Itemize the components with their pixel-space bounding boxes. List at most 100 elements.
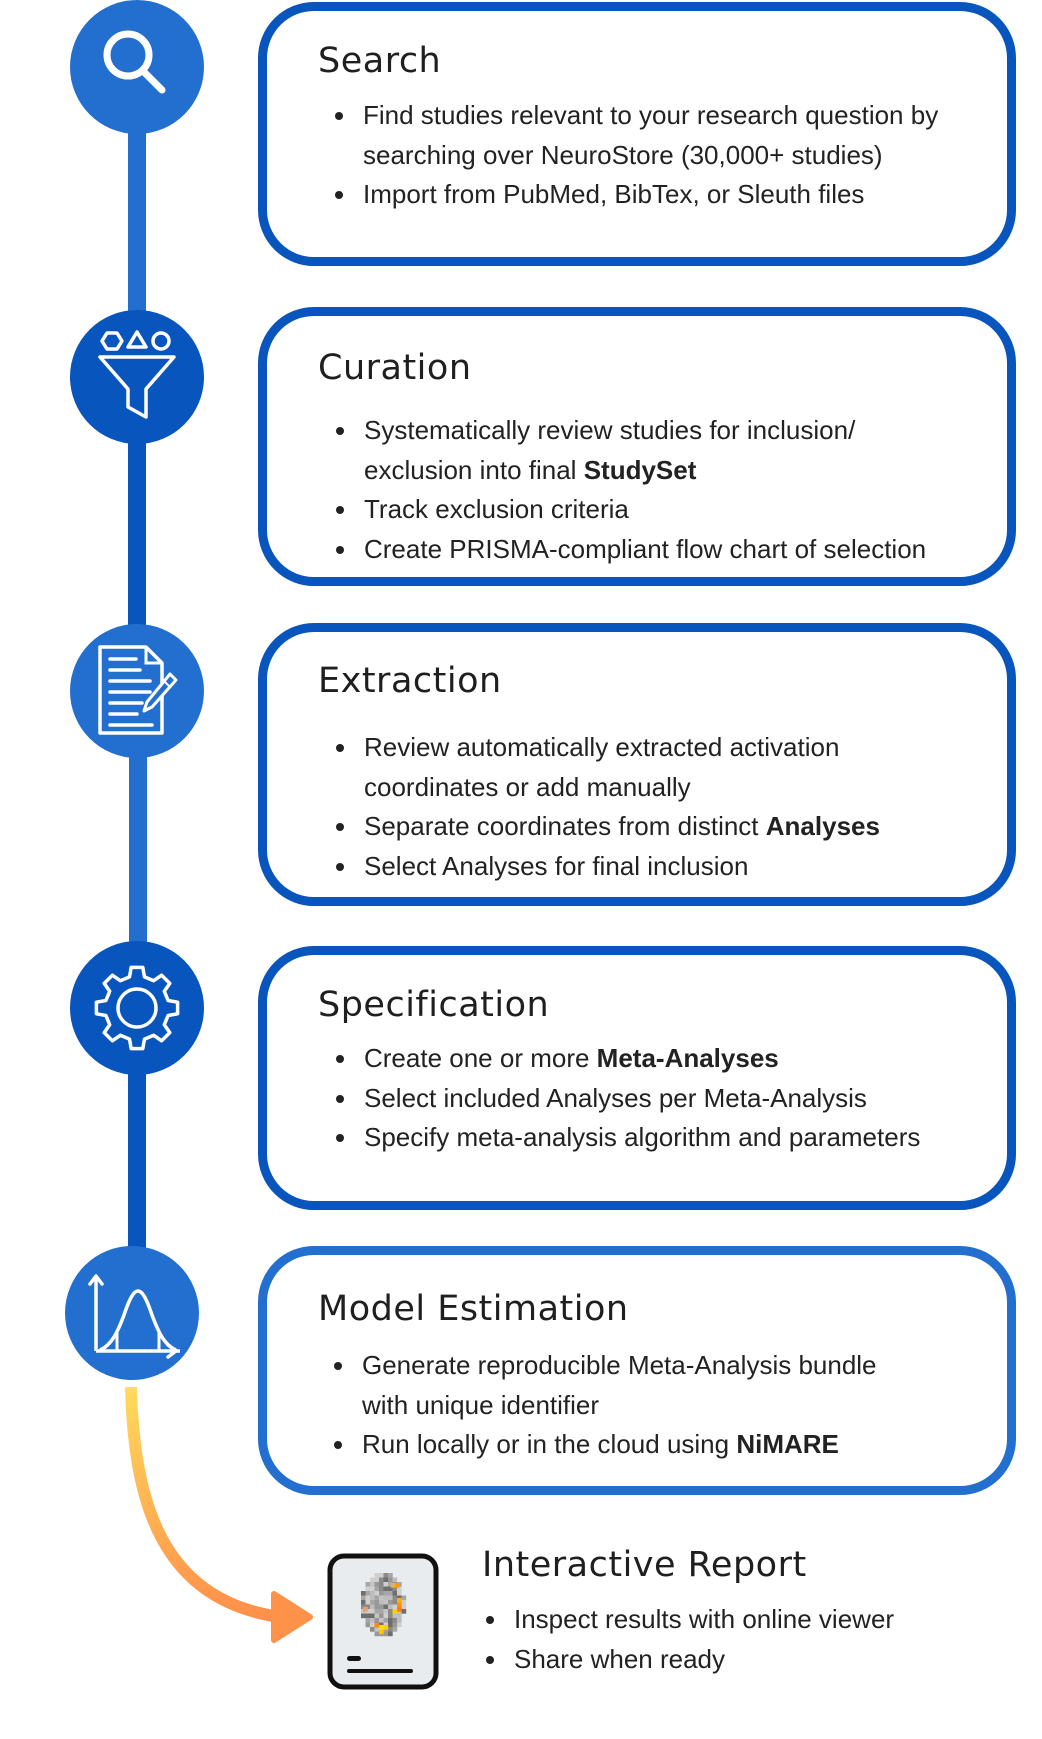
step-circle-model-estimation: [65, 1246, 199, 1380]
brain-pixel: [374, 1600, 380, 1605]
brain-pixel: [388, 1591, 393, 1596]
step-card-curation: Curation Systematically review studies f…: [258, 307, 1016, 586]
activation-pixel: [397, 1607, 402, 1612]
brain-pixel: [379, 1600, 384, 1605]
brain-pixel: [383, 1591, 389, 1596]
activation-pixel: [383, 1625, 389, 1630]
brain-pixel: [388, 1573, 393, 1578]
document-edit-icon: [98, 645, 178, 735]
brain-pixel: [392, 1622, 398, 1628]
brain-pixel: [388, 1622, 393, 1628]
brain-pixel: [388, 1613, 393, 1619]
bullet-item: Create PRISMA-compliant flow chart of se…: [332, 530, 926, 570]
brain-pixel: [374, 1577, 380, 1583]
brain-pixel: [365, 1600, 371, 1605]
brain-pixel: [397, 1595, 402, 1601]
step-title: Curation: [318, 348, 472, 388]
brain-pixel: [379, 1573, 384, 1578]
report-title: Interactive Report: [482, 1545, 807, 1585]
bullet-item: Review automatically extracted activatio…: [332, 728, 880, 807]
bullet-item: Create one or more Meta-Analyses: [332, 1039, 920, 1079]
step-card-search: Search Find studies relevant to your res…: [258, 2, 1016, 266]
bullet-item: Share when ready: [482, 1640, 894, 1680]
brain-pixel: [365, 1604, 371, 1610]
brain-pixel: [401, 1595, 407, 1601]
brain-pixel: [374, 1613, 380, 1619]
gear-icon: [94, 965, 180, 1051]
search-icon: [103, 30, 166, 94]
step-card-extraction: Extraction Review automatically extracte…: [258, 623, 1016, 906]
brain-pixel: [379, 1622, 384, 1628]
report-bullets: Inspect results with online viewer Share…: [482, 1600, 894, 1679]
brain-pixel: [365, 1595, 371, 1601]
brain-pixel: [383, 1595, 389, 1601]
bullet-item: Run locally or in the cloud using NiMARE: [330, 1425, 877, 1465]
brain-pixel: [370, 1586, 375, 1592]
brain-pixel: [370, 1609, 375, 1614]
brain-pixel: [383, 1600, 389, 1605]
bullet-item: Separate coordinates from distinct Analy…: [332, 807, 880, 847]
timeline-segment-3: [129, 745, 147, 955]
distribution-chart-icon: [88, 1274, 180, 1359]
brain-pixel: [397, 1586, 402, 1592]
brain-pixel: [379, 1604, 384, 1610]
bullet-item: Import from PubMed, BibTex, or Sleuth fi…: [331, 175, 938, 215]
brain-pixel: [383, 1604, 389, 1610]
brain-pixel: [365, 1586, 371, 1592]
timeline-segment-1: [128, 120, 146, 320]
bullet-item: Track exclusion criteria: [332, 490, 926, 530]
bullet-item: Select included Analyses per Meta-Analys…: [332, 1079, 920, 1119]
brain-pixel: [374, 1627, 380, 1632]
brain-pixel: [365, 1609, 371, 1614]
brain-pixel: [392, 1618, 398, 1623]
brain-pixel: [383, 1631, 389, 1637]
step-bullets: Systematically review studies for inclus…: [332, 411, 926, 569]
brain-pixel: [388, 1582, 393, 1587]
brain-pixel: [361, 1591, 366, 1596]
brain-pixel: [383, 1586, 389, 1592]
brain-pixel: [374, 1582, 380, 1587]
arrow-curve: [125, 1386, 281, 1623]
gear-teeth: [94, 965, 180, 1051]
brain-pixel: [383, 1622, 389, 1628]
brain-pixel: [388, 1600, 393, 1605]
brain-pixel: [397, 1591, 402, 1596]
brain-pixel: [370, 1582, 375, 1587]
brain-pixel: [379, 1613, 384, 1619]
brain-pixel: [383, 1577, 389, 1583]
activation-pixel: [395, 1583, 400, 1588]
brain-report-icon: [327, 1553, 439, 1690]
step-card-model-estimation: Model Estimation Generate reproducible M…: [258, 1246, 1016, 1495]
step-circle-specification: [70, 941, 204, 1075]
brain-pixel: [370, 1577, 375, 1583]
brain-pixel: [397, 1613, 402, 1619]
brain-pixel: [361, 1600, 366, 1605]
step-bullets: Create one or more Meta-Analyses Select …: [332, 1039, 920, 1158]
brain-pixel: [374, 1591, 380, 1596]
brain-pixel: [392, 1627, 398, 1632]
bullet-item: Inspect results with online viewer: [482, 1600, 894, 1640]
brain-pixel: [365, 1582, 371, 1587]
brain-pixel: [370, 1622, 375, 1628]
brain-pixel: [401, 1609, 407, 1614]
brain-pixel: [361, 1604, 366, 1610]
step-title: Specification: [318, 985, 550, 1025]
brain-pixel: [388, 1577, 393, 1583]
brain-pixel: [383, 1618, 389, 1623]
brain-pixel: [388, 1604, 393, 1610]
brain-pixel: [401, 1600, 407, 1605]
brain-pixel: [383, 1613, 389, 1619]
brain-pixel: [392, 1577, 398, 1583]
activation-pixel: [379, 1625, 384, 1630]
brain-pixel: [361, 1595, 366, 1601]
brain-pixel: [370, 1618, 375, 1623]
brain-pixel: [379, 1577, 384, 1583]
brain-pixel: [365, 1618, 371, 1623]
bullet-item: Generate reproducible Meta-Analysis bund…: [330, 1346, 877, 1425]
brain-pixel: [365, 1622, 371, 1628]
brain-pixel: [388, 1618, 393, 1623]
brain-pixel: [379, 1595, 384, 1601]
brain-pixel: [374, 1609, 380, 1614]
brain-pixel: [365, 1591, 371, 1596]
